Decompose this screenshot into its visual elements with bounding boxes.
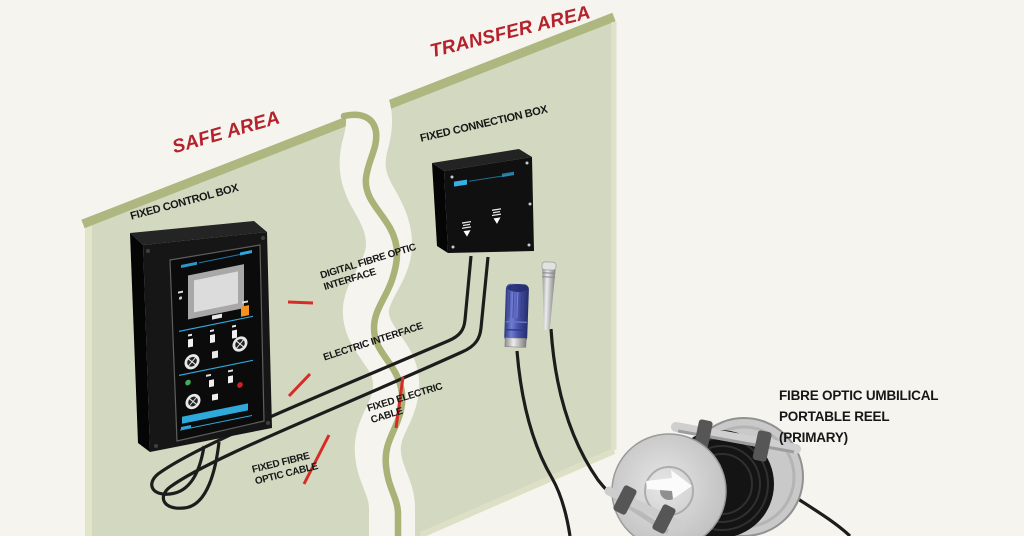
brand-logo <box>454 179 467 187</box>
port-down-arrow-icon <box>463 230 471 237</box>
port-label-left <box>462 220 471 237</box>
control-screen <box>194 271 238 313</box>
port-label-right <box>492 208 501 224</box>
direction-arrow-icon <box>646 470 692 499</box>
control-green-indicator <box>185 379 191 386</box>
control-orange-button <box>241 305 249 317</box>
connection-box <box>432 149 534 253</box>
reel-handle-grip <box>613 485 637 515</box>
electric-connector-cable <box>515 350 572 536</box>
control-panel <box>178 250 253 431</box>
port-down-arrow-icon <box>493 217 501 224</box>
fixed-fibre-optic-cable <box>150 255 473 496</box>
connection-box-face <box>454 171 514 237</box>
control-box <box>130 221 272 452</box>
leader-digital-interface <box>287 300 314 305</box>
reel-tail-cable <box>794 495 852 536</box>
electric-connector-plug <box>504 283 529 348</box>
leader-electric-interface <box>287 372 312 398</box>
reel-top-handle <box>671 422 801 454</box>
leader-fixed-electric-cable <box>394 376 405 429</box>
fixed-electric-cable <box>161 256 490 510</box>
area-divider-squiggle <box>340 111 406 536</box>
leader-lines <box>287 300 405 485</box>
leader-fixed-fibre-cable <box>302 434 331 485</box>
area-divider-gap <box>337 65 420 536</box>
portable-reel <box>604 417 804 536</box>
control-blue-bar <box>182 403 248 424</box>
control-red-indicator <box>237 382 243 388</box>
reel-handle-grip <box>652 504 676 534</box>
reel-handle-grip <box>752 430 772 462</box>
label-portable-reel: FIBRE OPTIC UMBILICAL PORTABLE REEL (PRI… <box>779 388 939 445</box>
fibre-connector-plug <box>541 261 557 331</box>
panel-bottom-edge <box>419 448 616 536</box>
